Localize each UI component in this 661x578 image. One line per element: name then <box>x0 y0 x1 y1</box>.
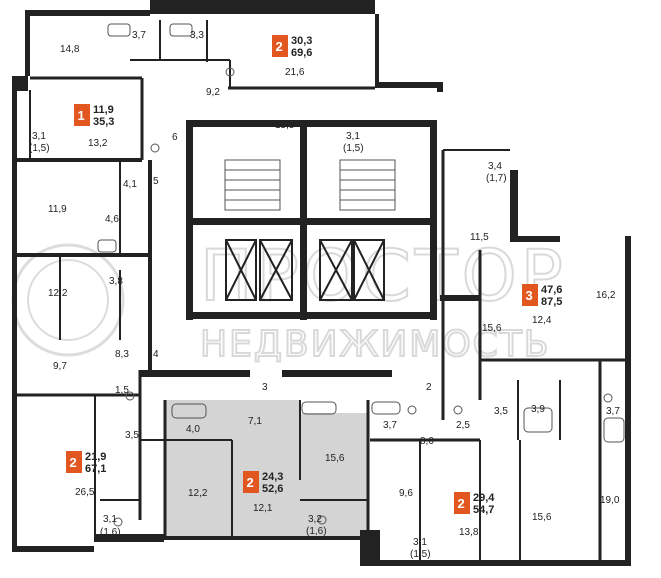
apartment-badge[interactable]: 2 30,3 69,6 <box>272 35 312 59</box>
room-area: 3,1 <box>32 131 46 142</box>
apartment-badge[interactable]: 2 21,9 67,1 <box>66 451 106 475</box>
badge-living-area: 30,3 <box>291 35 312 47</box>
room-area: 12,4 <box>532 315 552 326</box>
room-area: 3,1 <box>346 131 360 142</box>
room-area: 16,2 <box>596 290 616 301</box>
room-area: (1,6) <box>306 526 327 537</box>
center-walls <box>163 400 368 540</box>
stairs <box>224 159 396 211</box>
badge-rooms: 3 <box>526 288 533 303</box>
apartment-badge[interactable]: 2 29,4 54,7 <box>454 492 495 516</box>
room-area: 4,1 <box>123 179 137 190</box>
room-area: 9,7 <box>53 361 67 372</box>
room-area: 3,2 <box>308 514 322 525</box>
right-walls <box>366 149 625 565</box>
room-area: 8,0 <box>420 436 434 447</box>
apartment-badges: 2 30,3 69,6 1 11,9 35,3 3 47,6 87,5 2 21… <box>66 35 562 516</box>
badge-total-area: 35,3 <box>93 116 114 128</box>
room-area: 8,3 <box>115 349 129 360</box>
highlighted-apartment <box>165 400 368 538</box>
room-area: 19,0 <box>600 495 620 506</box>
badge-rooms: 2 <box>70 455 77 470</box>
room-area: 3,3 <box>190 30 204 41</box>
room-area: 12,2 <box>48 288 68 299</box>
room-area: 11,9 <box>48 204 67 215</box>
room-area: 12,1 <box>253 503 273 514</box>
room-area: 26,5 <box>75 487 95 498</box>
badge-rooms: 2 <box>247 475 254 490</box>
fixtures <box>97 23 625 527</box>
room-area: 3,4 <box>488 161 502 172</box>
room-area: 11,5 <box>470 232 489 243</box>
badge-rooms: 2 <box>276 39 283 54</box>
room-area: 13,2 <box>88 138 108 149</box>
room-area: 4,0 <box>186 424 200 435</box>
room-area: 3,7 <box>132 30 146 41</box>
apartment-badge[interactable]: 3 47,6 87,5 <box>522 284 562 308</box>
room-area: (1,7) <box>486 173 507 184</box>
room-area: (1,5) <box>29 143 50 154</box>
room-area: (1,5) <box>343 143 364 154</box>
room-area: 12,2 <box>188 488 208 499</box>
badge-rooms: 2 <box>458 496 465 511</box>
room-area: 6 <box>172 132 178 143</box>
badge-living-area: 47,6 <box>541 284 562 296</box>
room-area: 4,6 <box>105 214 119 225</box>
badge-total-area: 67,1 <box>85 463 106 475</box>
room-area: 3,5 <box>494 406 508 417</box>
room-area: 15,5 <box>275 120 295 131</box>
room-area: 5 <box>153 176 159 187</box>
badge-rooms: 1 <box>78 108 85 123</box>
room-labels: 14,8 3,7 3,3 21,6 9,2 15,5 6 3,1 (1,5) 1… <box>29 30 620 560</box>
room-area: 15,6 <box>482 323 502 334</box>
room-area: 3 <box>262 382 268 393</box>
room-area: 3,5 <box>125 430 139 441</box>
room-area: 9,6 <box>399 488 413 499</box>
badge-total-area: 69,6 <box>291 47 312 59</box>
badge-total-area: 87,5 <box>541 296 562 308</box>
room-area: 2,5 <box>456 420 470 431</box>
room-area: 3,9 <box>531 404 545 415</box>
badge-living-area: 24,3 <box>262 471 283 483</box>
elevator-shafts <box>225 239 385 301</box>
room-area: 3,1 <box>413 537 427 548</box>
room-area: 14,8 <box>60 44 80 55</box>
room-area: 13,8 <box>459 527 479 538</box>
room-area: 3,8 <box>109 276 123 287</box>
badge-total-area: 52,6 <box>262 483 283 495</box>
badge-total-area: 54,7 <box>473 504 494 516</box>
badge-living-area: 21,9 <box>85 451 106 463</box>
room-area: (1,5) <box>410 549 431 560</box>
room-area: 15,6 <box>325 453 345 464</box>
room-area: 4 <box>153 349 159 360</box>
room-area: 1,5 <box>115 385 129 396</box>
interior-walls <box>17 20 375 540</box>
room-area: 21,6 <box>285 67 305 78</box>
room-area: (1,6) <box>100 527 121 538</box>
core-block <box>140 120 480 377</box>
room-area: 15,6 <box>532 512 552 523</box>
exterior-walls <box>12 0 631 566</box>
room-area: 3,1 <box>103 514 117 525</box>
room-area: 9,2 <box>206 87 220 98</box>
apartment-badge[interactable]: 2 24,3 52,6 <box>243 471 283 495</box>
room-area: 3,7 <box>383 420 397 431</box>
room-area: 7,1 <box>248 416 262 427</box>
apartment-badge[interactable]: 1 11,9 35,3 <box>74 104 114 128</box>
badge-living-area: 29,4 <box>473 492 495 504</box>
room-area: 2 <box>426 382 432 393</box>
badge-living-area: 11,9 <box>93 104 114 116</box>
room-area: 3,7 <box>606 406 620 417</box>
